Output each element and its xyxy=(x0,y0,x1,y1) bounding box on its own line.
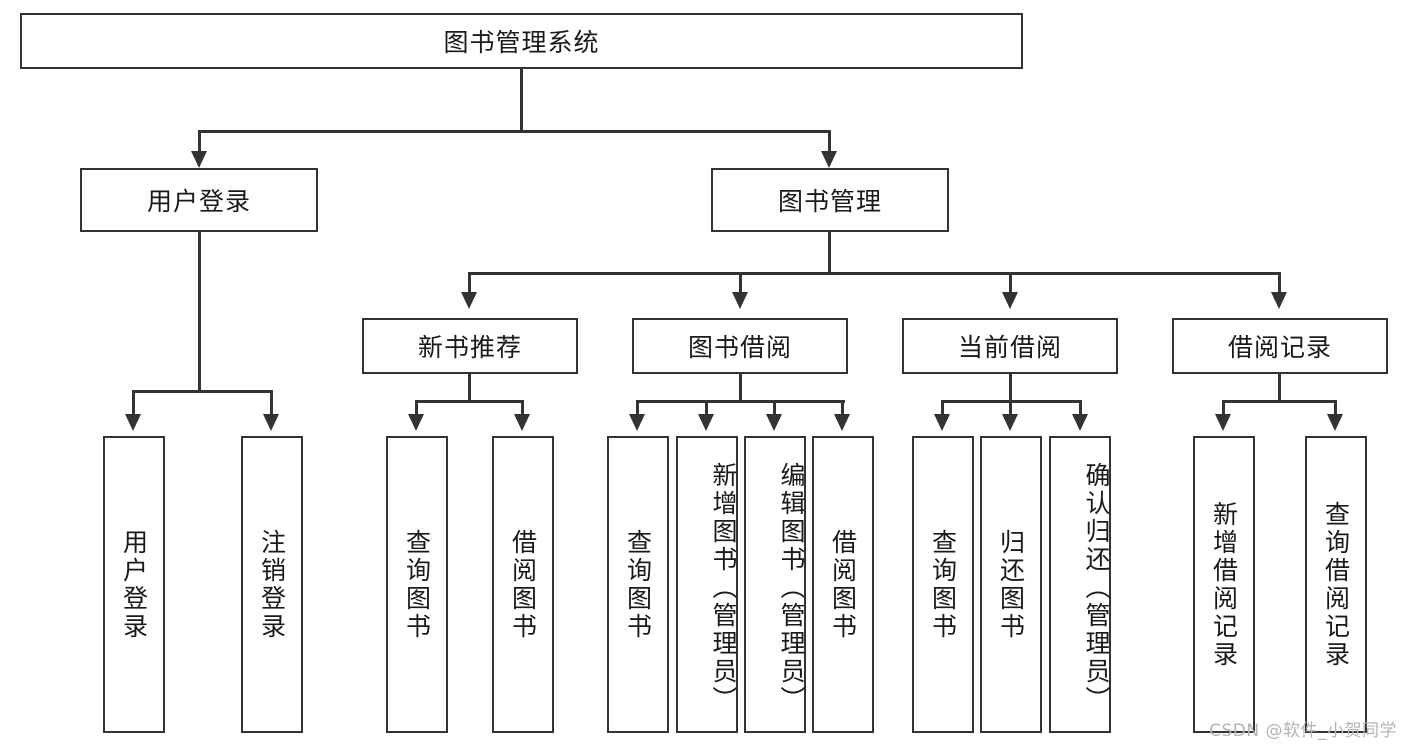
node-root-book-management-system[interactable]: 图书管理系统 xyxy=(20,13,1023,69)
connector-user-login-stem xyxy=(198,232,201,392)
leaf-book-borrow-edit-admin[interactable]: 编辑图书（管理员） xyxy=(744,436,806,733)
node-label: 图书管理系统 xyxy=(443,28,600,57)
arrow-bm-to-current-borrow xyxy=(1002,292,1018,309)
connector-user-login-to-leaf-1 xyxy=(132,390,135,416)
node-label: 借阅图书 xyxy=(508,528,538,641)
leaf-new-book-query[interactable]: 查询图书 xyxy=(386,436,448,733)
connector-cb-to-leaf-3 xyxy=(1079,400,1082,416)
node-label: 借阅图书 xyxy=(828,528,858,641)
connector-new-book-stem xyxy=(468,374,471,402)
arrow-root-to-book-management xyxy=(821,151,837,168)
arrow-br-to-leaf-1 xyxy=(1215,414,1231,431)
connector-bb-to-leaf-2 xyxy=(705,400,708,416)
leaf-user-login-logout[interactable]: 注销登录 xyxy=(241,436,303,733)
arrow-root-to-user-login xyxy=(191,151,207,168)
node-label: 查询图书 xyxy=(402,528,432,641)
node-label: 用户登录 xyxy=(146,187,251,216)
leaf-current-borrow-confirm-admin[interactable]: 确认归还（管理员） xyxy=(1049,436,1111,733)
node-label: 借阅记录 xyxy=(1227,333,1332,362)
connector-new-book-to-leaf-2 xyxy=(521,400,524,416)
node-label: 归还图书 xyxy=(996,528,1026,641)
arrow-user-login-to-leaf-2 xyxy=(263,414,279,431)
connector-book-management-stem xyxy=(828,232,831,274)
node-label: 编辑图书（管理员） xyxy=(777,461,806,714)
arrow-bm-to-new-book xyxy=(461,292,477,309)
connector-bm-to-borrow-record xyxy=(1278,272,1281,294)
connector-bb-to-leaf-4 xyxy=(841,400,844,416)
arrow-bm-to-book-borrow xyxy=(732,292,748,309)
connector-user-login-to-leaf-2 xyxy=(270,390,273,416)
node-user-login[interactable]: 用户登录 xyxy=(80,168,318,232)
arrow-cb-to-leaf-2 xyxy=(1002,414,1018,431)
connector-bm-to-current-borrow xyxy=(1009,272,1012,294)
connector-bm-to-book-borrow xyxy=(739,272,742,294)
leaf-book-borrow-add-admin[interactable]: 新增图书（管理员） xyxy=(676,436,738,733)
connector-root-bus xyxy=(198,130,831,133)
connector-book-borrow-bus xyxy=(636,400,845,403)
leaf-current-borrow-query[interactable]: 查询图书 xyxy=(912,436,974,733)
arrow-new-book-to-leaf-1 xyxy=(408,414,424,431)
connector-bb-to-leaf-1 xyxy=(636,400,639,416)
leaf-book-borrow-borrow[interactable]: 借阅图书 xyxy=(812,436,874,733)
node-label: 图书管理 xyxy=(777,187,882,216)
node-label: 图书借阅 xyxy=(687,333,792,362)
arrow-cb-to-leaf-1 xyxy=(934,414,950,431)
connector-current-borrow-stem xyxy=(1009,374,1012,402)
node-label: 查询借阅记录 xyxy=(1321,500,1351,669)
connector-root-to-user-login xyxy=(198,130,201,154)
node-book-borrow[interactable]: 图书借阅 xyxy=(632,318,848,374)
connector-book-management-bus xyxy=(468,272,1280,275)
node-label: 用户登录 xyxy=(119,528,149,641)
leaf-borrow-record-add[interactable]: 新增借阅记录 xyxy=(1193,436,1255,733)
connector-bb-to-leaf-3 xyxy=(773,400,776,416)
leaf-book-borrow-query[interactable]: 查询图书 xyxy=(607,436,669,733)
connector-bm-to-new-book xyxy=(468,272,471,294)
csdn-watermark: CSDN @软件_小贺同学 xyxy=(1209,721,1397,741)
arrow-bb-to-leaf-1 xyxy=(629,414,645,431)
arrow-bb-to-leaf-4 xyxy=(834,414,850,431)
arrow-new-book-to-leaf-2 xyxy=(514,414,530,431)
leaf-borrow-record-query[interactable]: 查询借阅记录 xyxy=(1305,436,1367,733)
connector-root-to-book-management xyxy=(828,130,831,154)
node-label: 新增图书（管理员） xyxy=(709,461,738,714)
leaf-new-book-borrow[interactable]: 借阅图书 xyxy=(492,436,554,733)
arrow-br-to-leaf-2 xyxy=(1327,414,1343,431)
node-label: 当前借阅 xyxy=(957,333,1062,362)
connector-br-to-leaf-1 xyxy=(1222,400,1225,416)
connector-cb-to-leaf-2 xyxy=(1009,400,1012,416)
arrow-bb-to-leaf-3 xyxy=(766,414,782,431)
node-borrow-record[interactable]: 借阅记录 xyxy=(1172,318,1388,374)
connector-root-stem xyxy=(520,69,523,131)
node-label: 新书推荐 xyxy=(417,333,522,362)
node-label: 查询图书 xyxy=(623,528,653,641)
connector-new-book-to-leaf-1 xyxy=(415,400,418,416)
leaf-user-login-login[interactable]: 用户登录 xyxy=(103,436,165,733)
connector-user-login-bus xyxy=(132,390,272,393)
arrow-bm-to-borrow-record xyxy=(1271,292,1287,309)
arrow-user-login-to-leaf-1 xyxy=(125,414,141,431)
connector-new-book-bus xyxy=(415,400,523,403)
arrow-cb-to-leaf-3 xyxy=(1072,414,1088,431)
connector-borrow-record-bus xyxy=(1222,400,1336,403)
leaf-current-borrow-return[interactable]: 归还图书 xyxy=(980,436,1042,733)
node-current-borrow[interactable]: 当前借阅 xyxy=(902,318,1118,374)
node-label: 查询图书 xyxy=(928,528,958,641)
node-label: 确认归还（管理员） xyxy=(1082,461,1111,714)
node-new-book-recommend[interactable]: 新书推荐 xyxy=(362,318,578,374)
node-book-management[interactable]: 图书管理 xyxy=(711,168,949,232)
node-label: 注销登录 xyxy=(257,528,287,641)
connector-br-to-leaf-2 xyxy=(1334,400,1337,416)
node-label: 新增借阅记录 xyxy=(1209,500,1239,669)
connector-cb-to-leaf-1 xyxy=(941,400,944,416)
connector-borrow-record-stem xyxy=(1278,374,1281,402)
arrow-bb-to-leaf-2 xyxy=(698,414,714,431)
connector-book-borrow-stem xyxy=(739,374,742,402)
